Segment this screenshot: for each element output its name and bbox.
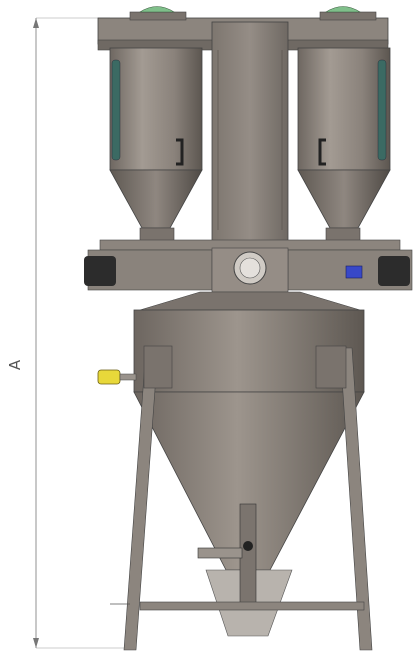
yellow-valve-icon	[97, 369, 137, 385]
motor-icon	[84, 256, 410, 286]
left-hopper	[109, 47, 203, 243]
dimension-line	[33, 17, 130, 649]
dosing-section	[84, 239, 413, 293]
dimension-arrow-icon	[33, 18, 39, 28]
support-frame	[110, 345, 373, 651]
dimension-label: A	[6, 359, 25, 371]
right-hopper	[297, 47, 391, 243]
